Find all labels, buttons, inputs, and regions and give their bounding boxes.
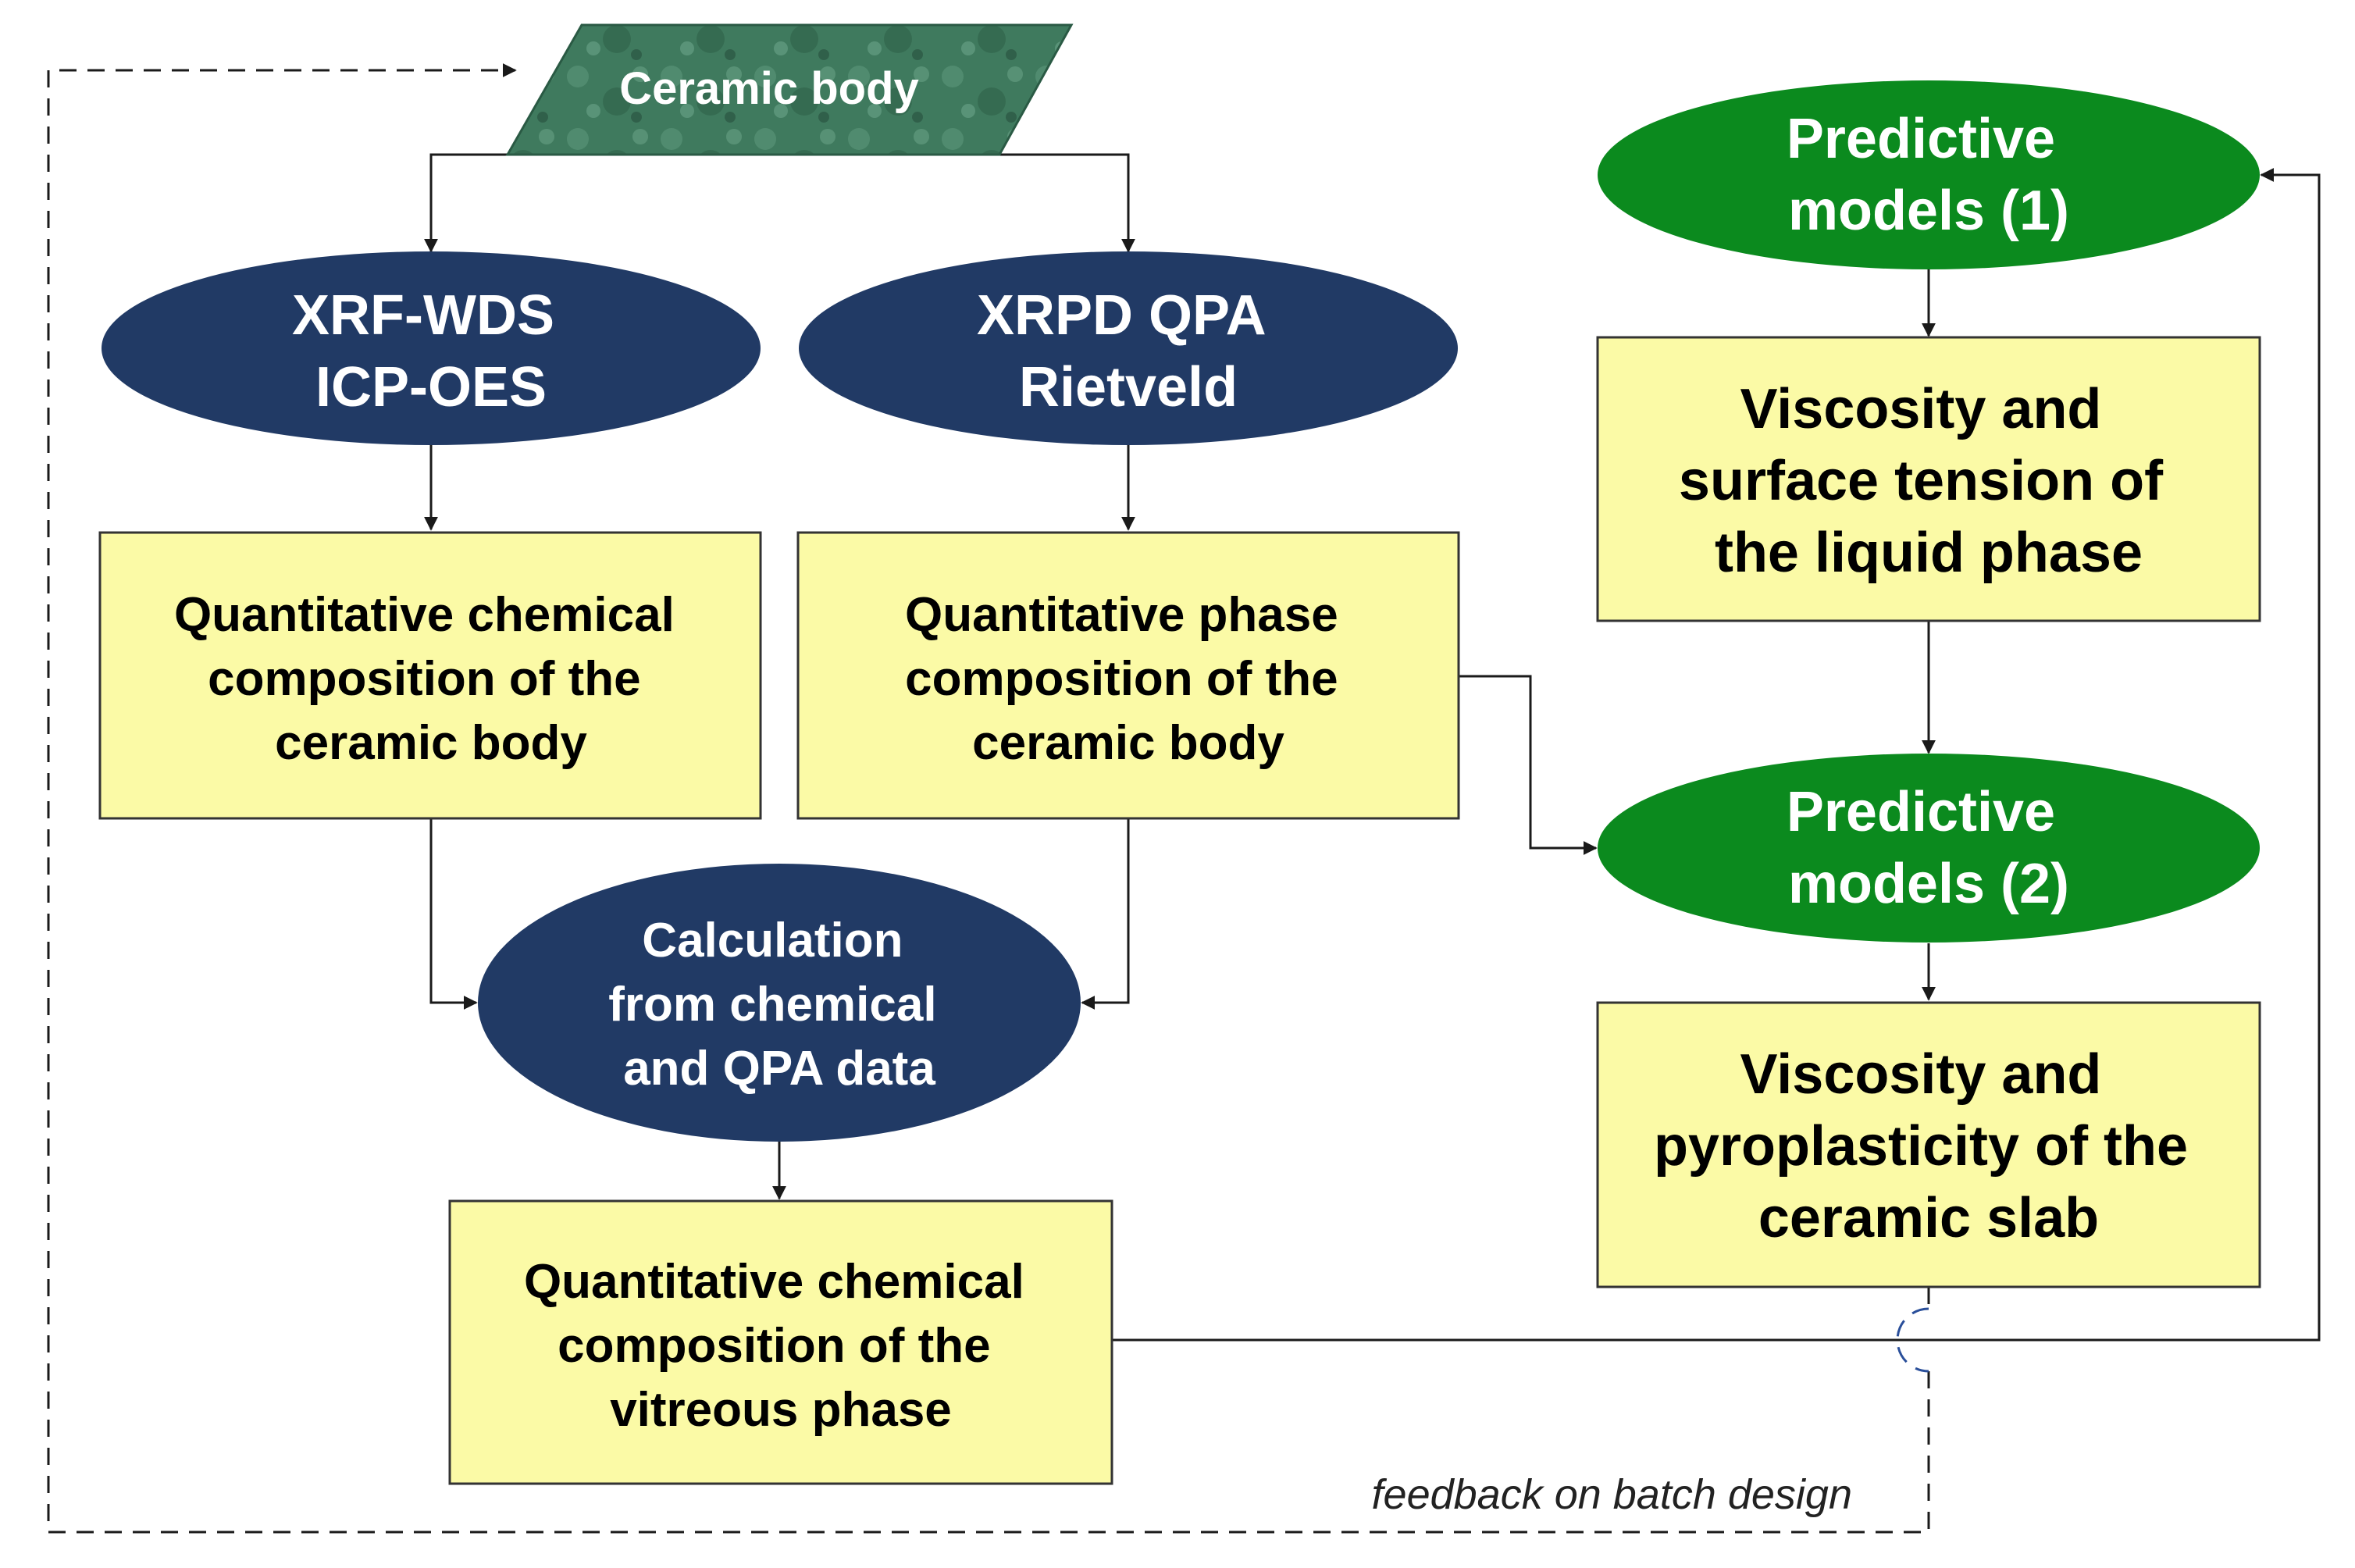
calc-ellipse	[478, 864, 1081, 1142]
xrf-ellipse	[102, 251, 761, 445]
pm2-line-0: Predictive	[1787, 781, 2055, 843]
ceramic-body-node: Ceramic body	[505, 23, 1074, 156]
calc-label: Calculation from chemical and QPA data	[608, 914, 950, 1096]
visc-pyro-node: Viscosity and pyroplasticity of the cera…	[1596, 1001, 2261, 1288]
visc-surface-line-0: Viscosity and	[1740, 378, 2102, 440]
feedback-line-lower	[47, 63, 1930, 1534]
ceramic-body-shape	[505, 23, 1074, 156]
vitreous-node: Quantitative chemical composition of the…	[448, 1199, 1113, 1485]
chem-comp-line-1: composition of the	[208, 652, 641, 706]
phase-comp-node: Quantitative phase composition of the ce…	[796, 531, 1460, 820]
phase-comp-line-0: Quantitative phase	[905, 588, 1338, 642]
calc-line-1: from chemical	[608, 978, 936, 1032]
chem-comp-label: Quantitative chemical composition of the…	[174, 588, 688, 770]
feedback-loop	[47, 63, 1930, 1534]
vitreous-line-0: Quantitative chemical	[524, 1255, 1024, 1309]
arrow-ceramic-to-xrpd	[921, 153, 1135, 253]
vitreous-line-2: vitreous phase	[610, 1383, 952, 1437]
vitreous-line-1: composition of the	[558, 1319, 991, 1373]
xrpd-line-1: Rietveld	[1019, 356, 1238, 419]
calc-line-0: Calculation	[642, 914, 903, 968]
xrf-node: XRF-WDS ICP-OES	[102, 251, 761, 445]
calc-node: Calculation from chemical and QPA data	[478, 864, 1081, 1142]
pm2-label: Predictive models (2)	[1787, 781, 2071, 915]
pm1-line-1: models (1)	[1788, 180, 2069, 242]
visc-pyro-line-1: pyroplasticity of the	[1654, 1115, 2188, 1178]
ceramic-body-label: Ceramic body	[619, 63, 919, 114]
pm2-line-1: models (2)	[1788, 853, 2069, 915]
feedback-label: feedback on batch design	[1372, 1471, 1852, 1518]
calc-line-2: and QPA data	[623, 1042, 935, 1096]
arrow-phase-to-calc	[1081, 818, 1130, 1010]
phase-comp-line-2: ceramic body	[972, 716, 1284, 770]
chem-comp-line-0: Quantitative chemical	[174, 588, 675, 642]
visc-pyro-line-2: ceramic slab	[1758, 1187, 2099, 1249]
arrow-ceramic-to-xrf	[424, 153, 508, 253]
xrf-line-1: ICP-OES	[315, 356, 547, 419]
arrow-vitreous-to-pm1	[1112, 168, 2321, 1342]
phase-comp-line-1: composition of the	[905, 652, 1338, 706]
pm1-node: Predictive models (1)	[1598, 80, 2260, 269]
xrpd-ellipse	[799, 251, 1458, 445]
pm1-ellipse	[1598, 80, 2260, 269]
arrow-chem-to-calc	[429, 818, 478, 1010]
visc-pyro-label: Viscosity and pyroplasticity of the cera…	[1654, 1043, 2204, 1249]
visc-surface-label: Viscosity and surface tension of the liq…	[1679, 378, 2179, 584]
xrpd-node: XRPD QPA Rietveld	[799, 251, 1458, 445]
pm2-node: Predictive models (2)	[1598, 754, 2260, 943]
chem-comp-node: Quantitative chemical composition of the…	[98, 531, 762, 820]
pm2-ellipse	[1598, 754, 2260, 943]
visc-surface-node: Viscosity and surface tension of the liq…	[1596, 336, 2261, 622]
phase-comp-box	[796, 531, 1460, 820]
xrpd-line-0: XRPD QPA	[977, 284, 1266, 347]
visc-surface-box	[1596, 336, 2261, 622]
visc-surface-line-2: the liquid phase	[1715, 522, 2143, 584]
pm1-label: Predictive models (1)	[1787, 108, 2071, 242]
phase-comp-label: Quantitative phase composition of the ce…	[905, 588, 1352, 770]
feedback-line-hop	[1896, 1307, 1929, 1373]
ceramic-body-line-0: Ceramic body	[619, 63, 919, 114]
visc-pyro-box	[1596, 1001, 2261, 1288]
vitreous-box	[448, 1199, 1113, 1485]
chem-comp-box	[98, 531, 762, 820]
chem-comp-line-2: ceramic body	[275, 716, 587, 770]
visc-surface-line-1: surface tension of	[1679, 450, 2164, 512]
pm1-line-0: Predictive	[1787, 108, 2055, 170]
xrf-line-0: XRF-WDS	[292, 284, 554, 347]
arrow-phase-to-pm2	[1459, 675, 1598, 855]
xrf-label: XRF-WDS ICP-OES	[292, 284, 570, 419]
xrpd-label: XRPD QPA Rietveld	[977, 284, 1280, 419]
visc-pyro-line-0: Viscosity and	[1740, 1043, 2102, 1106]
vitreous-label: Quantitative chemical composition of the…	[524, 1255, 1038, 1437]
